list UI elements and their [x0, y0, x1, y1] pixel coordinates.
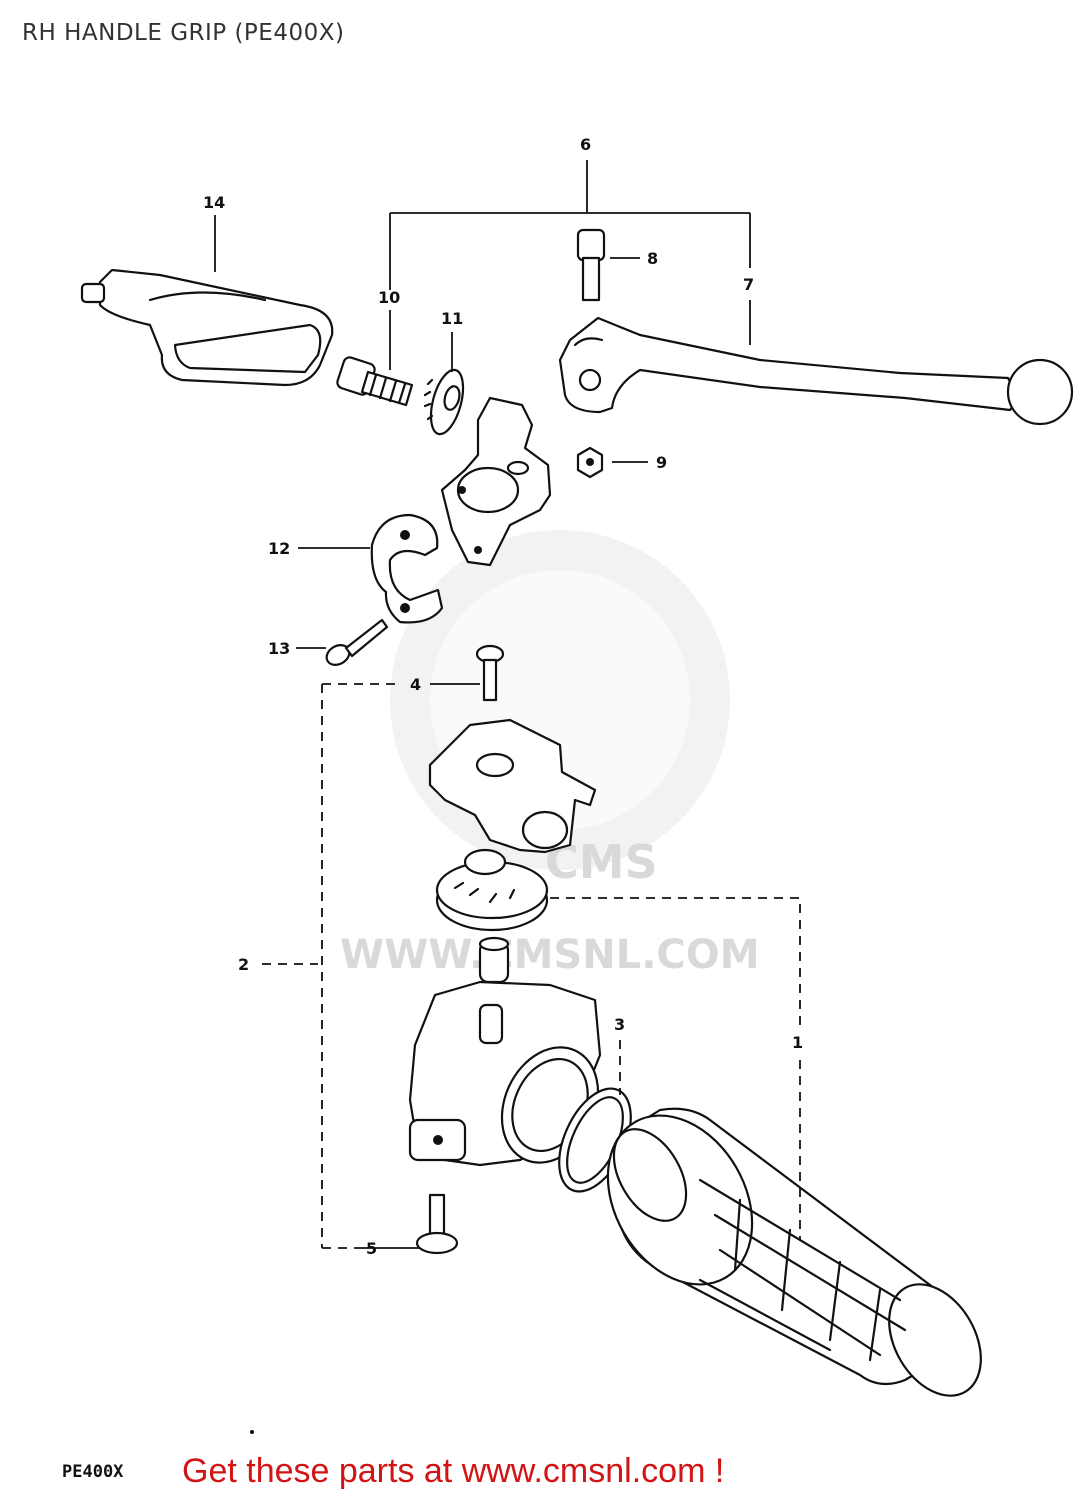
callout-14: 14 — [203, 193, 225, 212]
part-cable-pulley — [435, 848, 549, 932]
callout-12: 12 — [268, 539, 290, 558]
callout-3: 3 — [614, 1015, 625, 1034]
callouts: 1 2 3 4 5 6 7 8 9 10 11 12 13 14 — [203, 135, 803, 1258]
callout-4: 4 — [410, 675, 421, 694]
part-clamp-screw — [325, 618, 389, 666]
footer-link[interactable]: Get these parts at www.cmsnl.com ! — [182, 1452, 725, 1490]
callout-7: 7 — [743, 275, 754, 294]
part-throttle-housing-upper — [428, 718, 597, 854]
part-clamp — [370, 513, 444, 624]
callout-1: 1 — [792, 1033, 803, 1052]
part-brake-lever — [558, 316, 1074, 426]
part-cable-end — [478, 936, 510, 984]
part-handle-grip — [606, 1107, 982, 1397]
part-lever-bracket — [440, 396, 552, 567]
leader-lines — [214, 160, 801, 1249]
stray-dot — [250, 1430, 254, 1434]
callout-2: 2 — [238, 955, 249, 974]
part-housing-screw-lower — [415, 1193, 459, 1255]
callout-8: 8 — [647, 249, 658, 268]
callout-5: 5 — [366, 1239, 377, 1258]
model-code: PE400X — [62, 1462, 124, 1482]
page-title: RH HANDLE GRIP (PE400X) — [22, 20, 345, 46]
callout-13: 13 — [268, 639, 290, 658]
callout-6: 6 — [580, 135, 591, 154]
part-lock-nut — [423, 368, 465, 436]
callout-9: 9 — [656, 453, 667, 472]
callout-11: 11 — [441, 309, 463, 328]
part-lever-cover — [80, 268, 334, 387]
part-housing-screw-upper — [475, 644, 505, 702]
part-pivot-bolt — [576, 228, 606, 302]
watermark-text: WWW.CMSNL.COM — [340, 932, 760, 978]
callout-10: 10 — [378, 288, 400, 307]
part-adjuster-bolt — [336, 356, 414, 407]
part-pivot-nut — [576, 446, 604, 479]
